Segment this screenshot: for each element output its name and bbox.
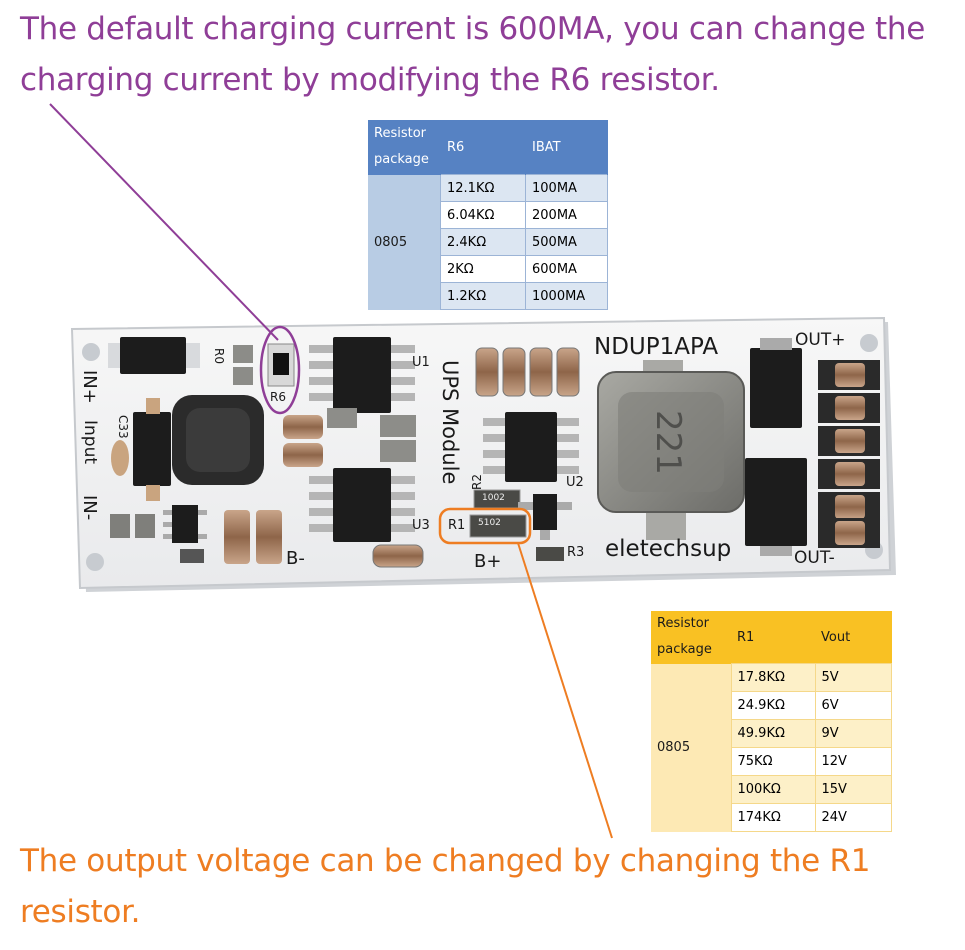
mosfet-bottom xyxy=(745,458,807,546)
label-input: Input xyxy=(80,420,100,465)
label-r1: R1 xyxy=(448,518,466,533)
table-cell: 24.9KΩ xyxy=(730,691,816,720)
label-r0: R0 xyxy=(212,348,226,364)
table-cell: 1000MA xyxy=(525,282,608,310)
r6-package-cell: 0805 xyxy=(368,174,441,310)
smd-resistor xyxy=(380,440,416,462)
r1-header-package: Resistor package xyxy=(651,611,731,664)
main-inductor-core xyxy=(618,392,724,492)
r1-voltage-table: Resistor package R1 Vout 0805 17.8KΩ 5V … xyxy=(651,611,892,832)
r1-header-vout: Vout xyxy=(815,611,892,664)
smd-capacitor xyxy=(475,347,499,397)
label-r3: R3 xyxy=(567,545,585,560)
smd-capacitor xyxy=(283,443,323,467)
table-cell: 100KΩ xyxy=(730,775,816,804)
mosfet-top xyxy=(750,348,802,428)
label-u1: U1 xyxy=(412,355,430,370)
r2-code: 1002 xyxy=(482,493,505,503)
table-cell: 49.9KΩ xyxy=(730,719,816,748)
r6-resistor-body xyxy=(273,353,289,375)
mount-hole xyxy=(86,553,104,571)
r1-package-cell: 0805 xyxy=(651,663,731,832)
smd-cap xyxy=(146,398,160,414)
smd-capacitor xyxy=(224,510,250,564)
label-r2: R2 xyxy=(470,474,484,490)
table-cell: 5V xyxy=(814,663,892,692)
r1-code: 5102 xyxy=(478,518,501,528)
table-cell: 174KΩ xyxy=(730,803,816,832)
table-cell: 2KΩ xyxy=(440,255,526,283)
u1-pins xyxy=(309,345,415,401)
smd-capacitor xyxy=(256,510,282,564)
label-in-plus: IN+ xyxy=(79,370,100,404)
label-b-plus: B+ xyxy=(474,551,502,572)
smd-resistor xyxy=(380,415,416,437)
r0-pad xyxy=(233,345,253,363)
smd-capacitor xyxy=(556,347,580,397)
label-u3: U3 xyxy=(412,518,430,533)
table-cell: 100MA xyxy=(525,174,608,202)
label-u2: U2 xyxy=(566,475,584,490)
mount-hole xyxy=(82,343,100,361)
board-brand: eletechsup xyxy=(605,536,732,562)
table-cell: 600MA xyxy=(525,255,608,283)
smd-resistor xyxy=(110,514,130,538)
smd-resistor xyxy=(180,549,204,563)
board-model: NDUP1APA xyxy=(594,334,719,360)
table-cell: 75KΩ xyxy=(730,747,816,776)
mount-hole xyxy=(860,334,878,352)
input-diode xyxy=(120,337,186,374)
table-cell: 6V xyxy=(814,691,892,720)
table-cell: 12.1KΩ xyxy=(440,174,526,202)
label-out-minus: OUT- xyxy=(794,548,835,568)
smd-capacitor xyxy=(283,415,323,439)
r6-header-package: Resistor package xyxy=(368,120,441,175)
smd-capacitor xyxy=(529,347,553,397)
smd-resistor xyxy=(135,514,155,538)
table-cell: 1.2KΩ xyxy=(440,282,526,310)
smd-cap xyxy=(146,485,160,501)
bottom-caption: The output voltage can be changed by cha… xyxy=(20,843,871,930)
table-cell: 500MA xyxy=(525,228,608,256)
label-b-minus: B- xyxy=(286,548,305,569)
transistor xyxy=(533,494,557,530)
table-cell: 17.8KΩ xyxy=(730,663,816,692)
label-in-minus: IN- xyxy=(79,495,100,521)
r6-current-table: Resistor package R6 IBAT 0805 12.1KΩ 100… xyxy=(368,120,608,310)
r6-header-ibat: IBAT xyxy=(525,120,608,175)
table-cell: 6.04KΩ xyxy=(440,201,526,229)
u1-chip xyxy=(333,337,391,413)
table-cell: 9V xyxy=(814,719,892,748)
sot-chip xyxy=(172,505,198,543)
table-cell: 24V xyxy=(814,803,892,832)
board-module-name: UPS Module xyxy=(438,360,462,485)
label-out-plus: OUT+ xyxy=(795,330,846,350)
top-caption: The default charging current is 600MA, y… xyxy=(20,11,925,98)
r1-header-r1: R1 xyxy=(731,611,815,664)
u3-pins xyxy=(309,476,415,532)
table-cell: 15V xyxy=(814,775,892,804)
r6-header-r6: R6 xyxy=(440,120,526,175)
r3-resistor xyxy=(536,547,564,561)
r0-pad xyxy=(233,367,253,385)
table-cell: 12V xyxy=(814,747,892,776)
c33-cap xyxy=(111,440,129,476)
u2-pins xyxy=(483,418,579,474)
inductor-code: 221 xyxy=(648,410,688,475)
output-capacitors xyxy=(818,360,880,548)
inductor-small-core xyxy=(186,408,250,472)
table-cell: 200MA xyxy=(525,201,608,229)
smd-resistor xyxy=(327,408,357,428)
smd-capacitor xyxy=(372,544,424,568)
u2-chip xyxy=(505,412,557,482)
label-r6: R6 xyxy=(270,390,286,404)
table-cell: 2.4KΩ xyxy=(440,228,526,256)
label-c33: C33 xyxy=(116,415,130,439)
smd-capacitor xyxy=(502,347,526,397)
u3-chip xyxy=(333,468,391,542)
input-diode-2 xyxy=(133,412,171,486)
